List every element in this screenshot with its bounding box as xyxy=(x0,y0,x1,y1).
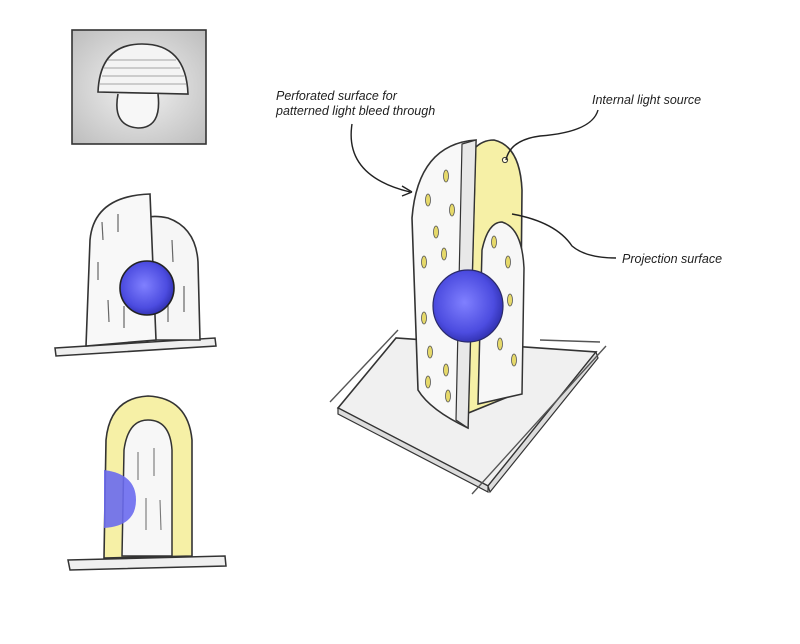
front-view-sketch xyxy=(55,194,216,356)
thumbnail-sketch xyxy=(72,30,206,144)
internal-light-label: Internal light source xyxy=(592,93,701,108)
projection-surface-label: Projection surface xyxy=(622,252,722,267)
perforated-label-line1: Perforated surface for xyxy=(276,89,397,103)
perspective-sketch xyxy=(330,140,606,494)
perforated-surface-label: Perforated surface for patterned light b… xyxy=(276,89,435,119)
perforated-label-line2: patterned light bleed through xyxy=(276,104,435,118)
back-view-sketch xyxy=(68,396,226,570)
